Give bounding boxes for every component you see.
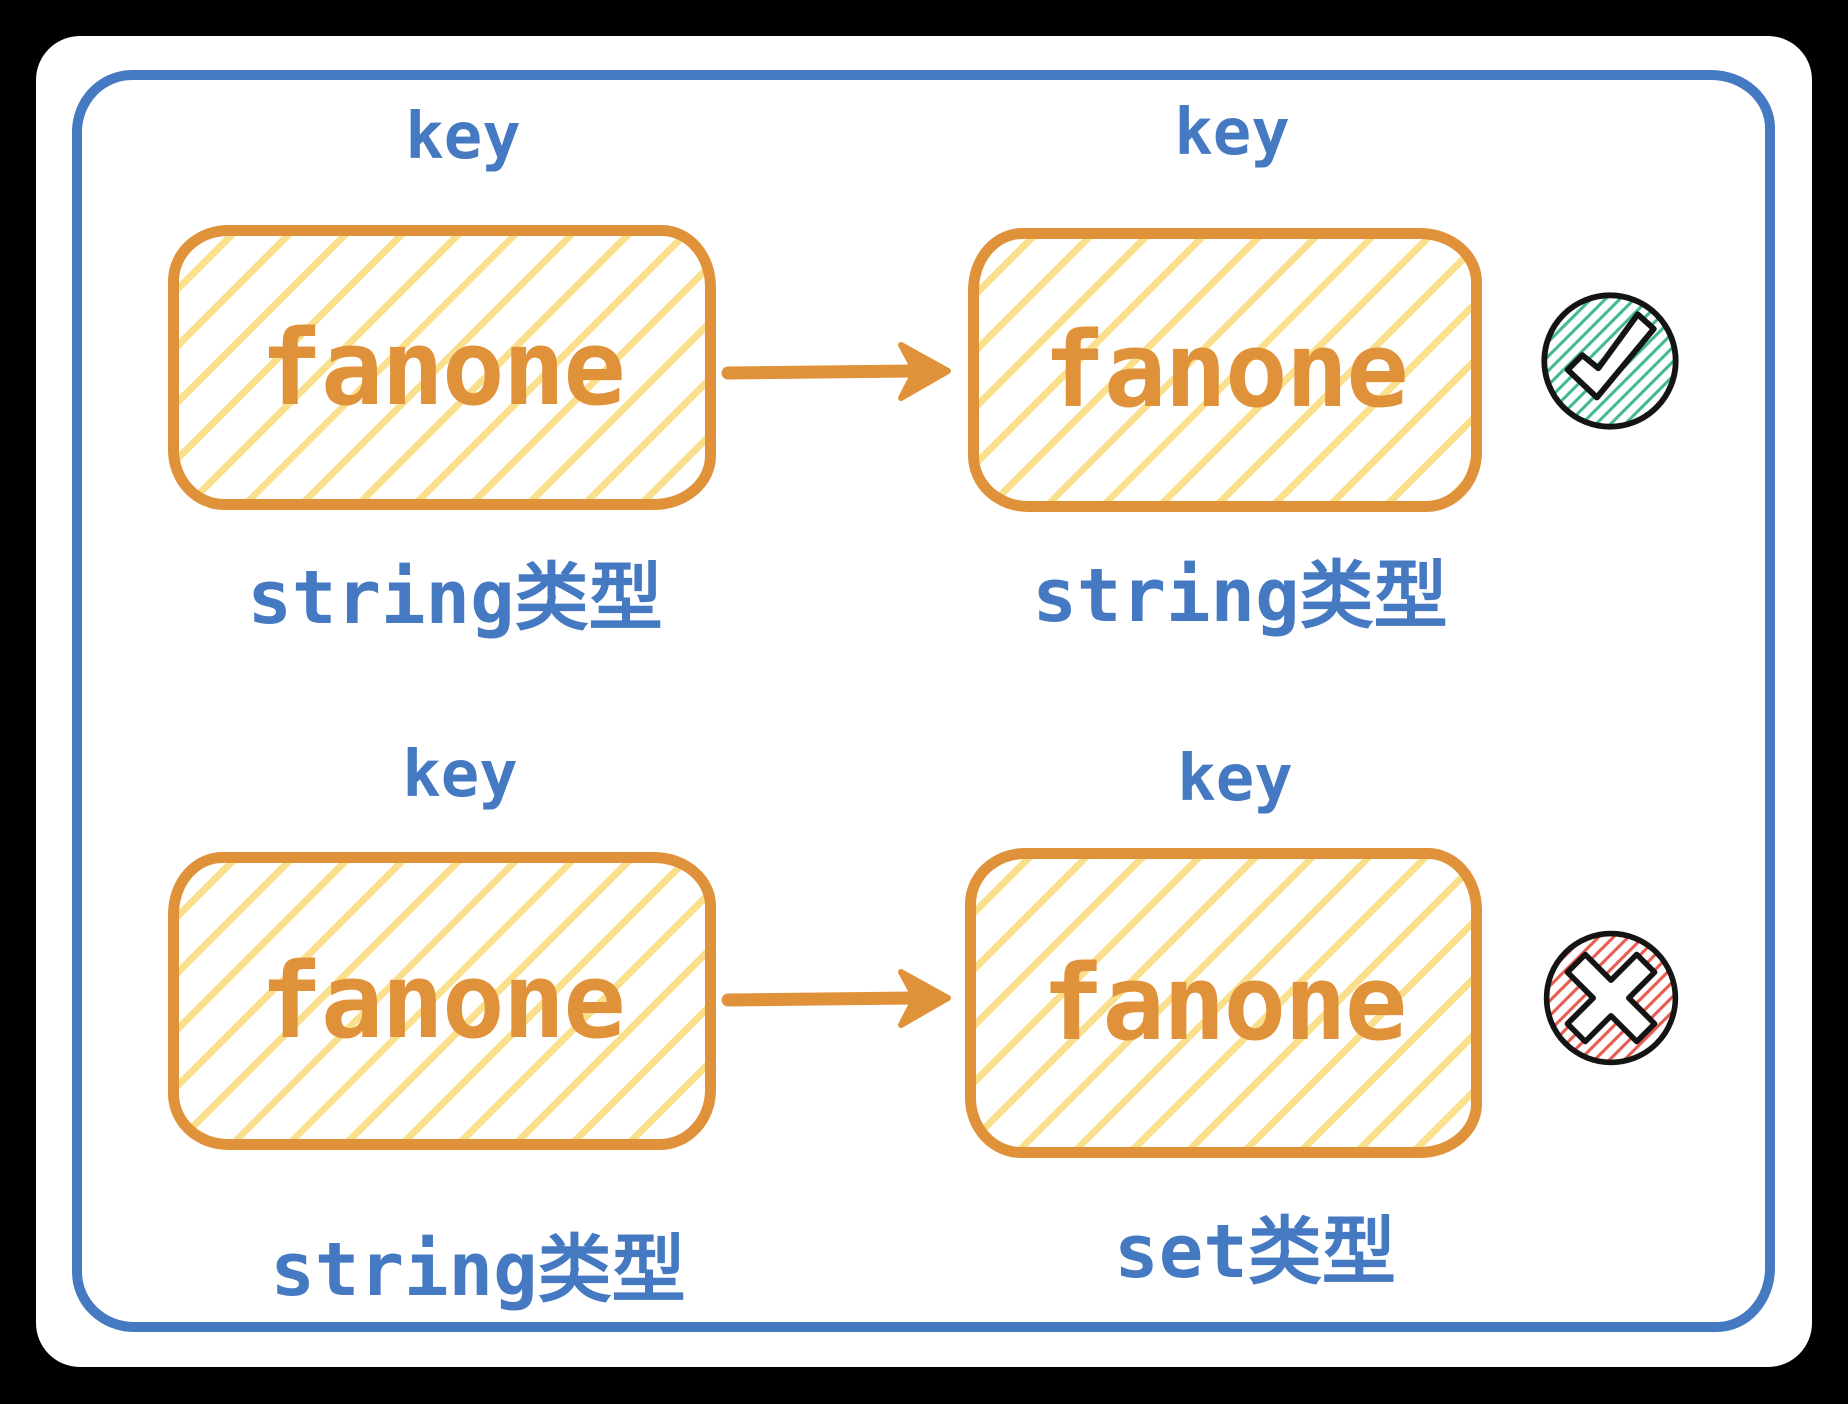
type-label: string类型 bbox=[247, 555, 663, 641]
type-label: string类型 bbox=[270, 1227, 686, 1313]
arrow-right-icon bbox=[721, 969, 951, 1028]
key-label: key bbox=[402, 738, 518, 812]
key-box-value: fanone bbox=[260, 306, 626, 429]
key-box-value: fanone bbox=[1041, 942, 1408, 1064]
cross-circle-icon bbox=[1543, 930, 1679, 1066]
key-box: fanone bbox=[965, 848, 1482, 1158]
key-box: fanone bbox=[168, 225, 716, 510]
check-circle-icon bbox=[1541, 292, 1679, 430]
key-box: fanone bbox=[968, 228, 1482, 512]
arrow-right-icon bbox=[721, 342, 951, 401]
key-label: key bbox=[1174, 96, 1290, 170]
type-label: set类型 bbox=[1114, 1209, 1396, 1295]
key-box-value: fanone bbox=[1043, 309, 1409, 431]
key-label: key bbox=[1177, 742, 1293, 816]
blue-frame bbox=[72, 70, 1775, 1332]
type-label: string类型 bbox=[1032, 553, 1448, 639]
key-box: fanone bbox=[168, 852, 716, 1150]
key-label: key bbox=[405, 100, 521, 174]
key-box-value: fanone bbox=[260, 940, 626, 1062]
